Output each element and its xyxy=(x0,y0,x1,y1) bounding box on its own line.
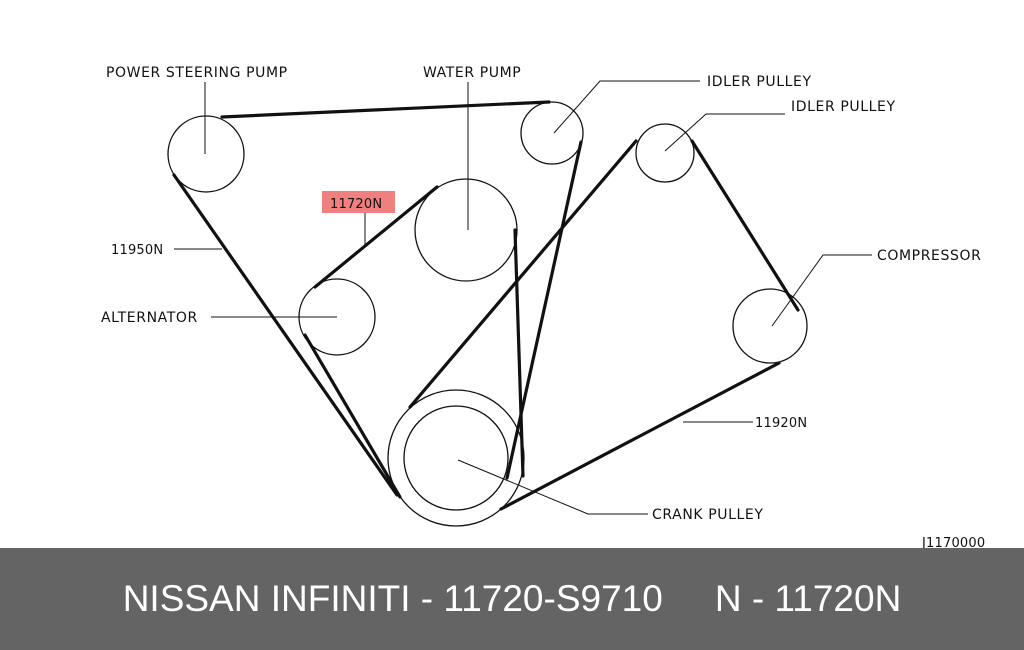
label-compressor: COMPRESSOR xyxy=(877,248,981,264)
label-idler-pulley-2: IDLER PULLEY xyxy=(791,99,896,115)
leader-idler-pulley-1 xyxy=(553,80,700,134)
figure-code: J1170000 xyxy=(921,536,985,548)
highlight-11720n xyxy=(322,191,395,213)
label-crank-pulley: CRANK PULLEY xyxy=(652,507,764,523)
label-11950n: 11950N xyxy=(111,243,163,258)
leader-compressor xyxy=(771,254,872,327)
belt-11720n-right-segment xyxy=(513,228,525,478)
idler-pulley-1 xyxy=(520,101,584,165)
label-11720n: 11720N xyxy=(330,197,382,212)
belt-11950n-right-segment xyxy=(505,140,583,480)
belt-11720n-upper-segment xyxy=(313,185,439,289)
power-steering-pump-pulley xyxy=(167,115,245,193)
belt-11920n-right-segment xyxy=(690,139,800,312)
belt-11920n-left-segment xyxy=(408,139,638,409)
label-alternator: ALTERNATOR xyxy=(101,310,198,326)
belt-11720n-lower-segment xyxy=(303,333,402,499)
belt-11950n-left-segment xyxy=(172,173,399,497)
label-idler-pulley-1: IDLER PULLEY xyxy=(707,74,812,90)
part-number-banner: NISSAN INFINITI - 11720-S9710 N - 11720N xyxy=(0,548,1024,650)
leader-idler-pulley-2 xyxy=(664,113,785,152)
idler-pulley-2 xyxy=(635,123,695,183)
code-part-number: N - 11720N xyxy=(714,578,902,619)
label-power-steering-pump: POWER STEERING PUMP xyxy=(106,65,288,81)
water-pump-pulley xyxy=(414,178,518,282)
crank-pulley-outer xyxy=(387,389,525,527)
label-water-pump: WATER PUMP xyxy=(423,65,521,81)
leader-crank-pulley xyxy=(457,459,648,515)
belt-11950n-top-segment xyxy=(220,100,551,119)
belt-11920n-bottom-segment xyxy=(499,361,781,511)
brand-part-number: NISSAN INFINITI - 11720-S9710 xyxy=(122,578,663,619)
compressor-pulley xyxy=(732,288,808,364)
label-11920n: 11920N xyxy=(755,416,807,431)
crank-pulley-inner xyxy=(403,405,509,511)
belt-routing-diagram: POWER STEERING PUMP WATER PUMP IDLER PUL… xyxy=(101,65,986,548)
